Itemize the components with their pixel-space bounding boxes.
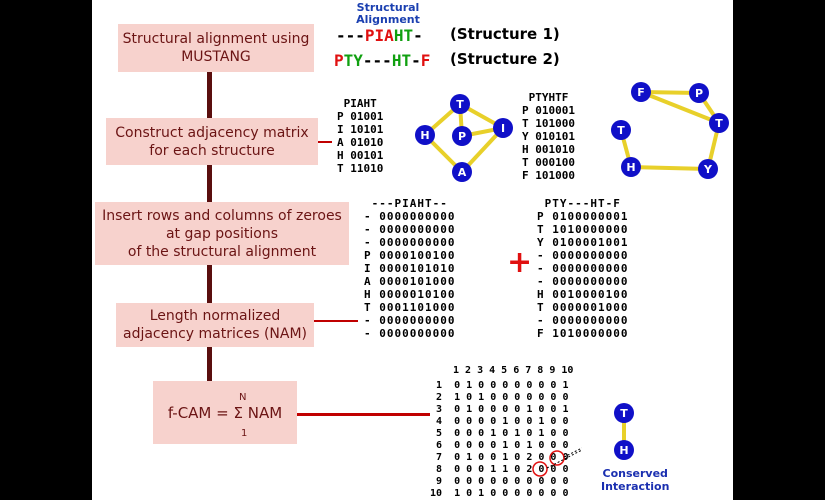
step-2-label: Construct adjacency matrix for each stru… [115,124,309,159]
sequence-segment: - [413,26,423,45]
sum-upper-limit: N [239,392,247,403]
graph-node [698,159,718,179]
adjacency-matrix-structure-2: PTYHTF P 010001 T 101000 Y 010101 H 0010… [522,91,575,182]
fcam-row: 1 0 1 0 0 0 0 0 0 0 1 [430,380,569,391]
adjacency-matrix-structure-1: PIAHT P 01001 I 10101 A 01010 H 00101 T … [337,97,384,175]
graph-node-label: H [619,444,628,457]
graph-node-label: T [617,124,625,137]
fcam-row: 7 0 1 0 0 1 0 2 0 0 0 [430,452,569,463]
graph-node [452,126,472,146]
fcam-row: 5 0 0 0 1 0 1 0 1 0 0 [430,428,569,439]
step-3-label: Insert rows and columns of zeroes at gap… [102,207,342,260]
sequence-segment: - [411,51,421,70]
padded-matrix-structure-1: ---PIAHT-- - 0000000000 - 0000000000 - 0… [364,197,456,340]
plus-sign: + [507,245,533,280]
graph-node [621,157,641,177]
graph-node-label: T [620,407,628,420]
connector-step-2 [318,141,332,143]
graph-node [493,118,513,138]
graph-node-label: T [456,98,464,111]
fcam-row: 8 0 0 0 1 1 0 2 0 0 0 [430,464,569,475]
flow-trunk-4 [207,347,212,381]
sequence-segment: --- [336,26,365,45]
step-insert-gaps: Insert rows and columns of zeroes at gap… [95,202,349,265]
sequence-segment: --- [362,51,392,70]
sequence-segment: HT [391,51,412,70]
step-1-label: Structural alignment using MUSTANG [122,31,310,65]
graph-2-edges [619,90,721,171]
graph-structure-1: T H P I A [415,94,513,182]
flow-trunk-3 [207,265,212,303]
flow-trunk-1 [207,72,212,118]
highlight-circle-1 [549,450,565,466]
sequence-segment: PIA [364,26,394,45]
graph-node [611,120,631,140]
sequence-segment: P [334,51,344,70]
sum-lower-limit: 1 [241,428,248,439]
step-nam: Length normalized adjacency matrices (NA… [116,303,314,347]
fcam-formula: f-CAM = Σ NAM [167,403,283,422]
connector-step-5 [297,413,430,416]
fcam-row: 2 1 0 1 0 0 0 0 0 0 0 [430,392,569,403]
graph-node-label: A [458,166,467,179]
graph-node [631,82,651,102]
conserved-interaction-label: Conserved Interaction [601,467,670,493]
connector-step-4 [314,320,358,322]
graph-node [450,94,470,114]
graph-node [709,113,729,133]
conserved-highlights [532,447,582,477]
sequence-segment: F [420,51,431,70]
graph-node-label: P [458,130,466,143]
graph-2-nodes: F P T T H Y [611,82,729,179]
highlight-pointer-2 [546,449,582,469]
padded-matrix-structure-2: PTY---HT-F P 0100000001 T 1010000000 Y 0… [537,197,629,340]
graph-3-nodes: TH [614,403,634,460]
flow-trunk-2 [207,165,212,202]
fcam-row: 6 0 0 0 0 1 0 1 0 0 0 [430,440,569,451]
structure-2-label: (Structure 2) [450,50,560,68]
step-fcam: f-CAM = Σ NAM [153,381,297,444]
sequence-structure-1: ---PIAHT- [336,26,423,45]
graph-node [614,440,634,460]
graph-structure-2: F P T T H Y [611,82,729,179]
graph-node-label: F [637,86,645,99]
sequence-segment: TY [343,51,363,70]
fcam-matrix-header: 1 2 3 4 5 6 7 8 9 10 [453,365,574,376]
conserved-interaction-graph: TH [614,403,634,460]
sequence-structure-2: PTY---HT-F [334,51,430,70]
alignment-title: Structural Alignment [356,1,420,26]
highlight-pointer-1 [563,447,582,458]
fcam-matrix: 1 0 1 0 0 0 0 0 0 0 1 2 1 0 1 0 0 0 0 0 … [430,380,568,500]
figure-panel: Structural Alignment ---PIAHT- PTY---HT-… [92,0,733,500]
fcam-row: 10 1 0 1 0 0 0 0 0 0 0 [430,488,569,499]
graph-node-label: P [695,87,703,100]
highlight-circle-2 [532,461,548,477]
step-4-label: Length normalized adjacency matrices (NA… [122,308,307,342]
fcam-row: 9 0 0 0 0 0 0 0 0 0 0 [430,476,569,487]
graph-node-label: T [715,117,723,130]
graph-node-label: H [626,161,635,174]
graph-node [689,83,709,103]
sequence-segment: HT [393,26,414,45]
structure-1-label: (Structure 1) [450,25,560,43]
fcam-row: 4 0 0 0 0 1 0 0 1 0 0 [430,416,569,427]
graph-node-label: H [420,129,429,142]
graph-node-label: I [501,122,505,135]
step-adjacency-matrix: Construct adjacency matrix for each stru… [106,118,318,165]
graph-node [415,125,435,145]
graph-node [614,403,634,423]
graph-1-nodes: T H P I A [415,94,513,182]
fcam-row: 3 0 1 0 0 0 0 1 0 0 1 [430,404,569,415]
step-structural-alignment: Structural alignment using MUSTANG [118,24,314,72]
graph-node-label: Y [703,163,713,176]
graph-node [452,162,472,182]
